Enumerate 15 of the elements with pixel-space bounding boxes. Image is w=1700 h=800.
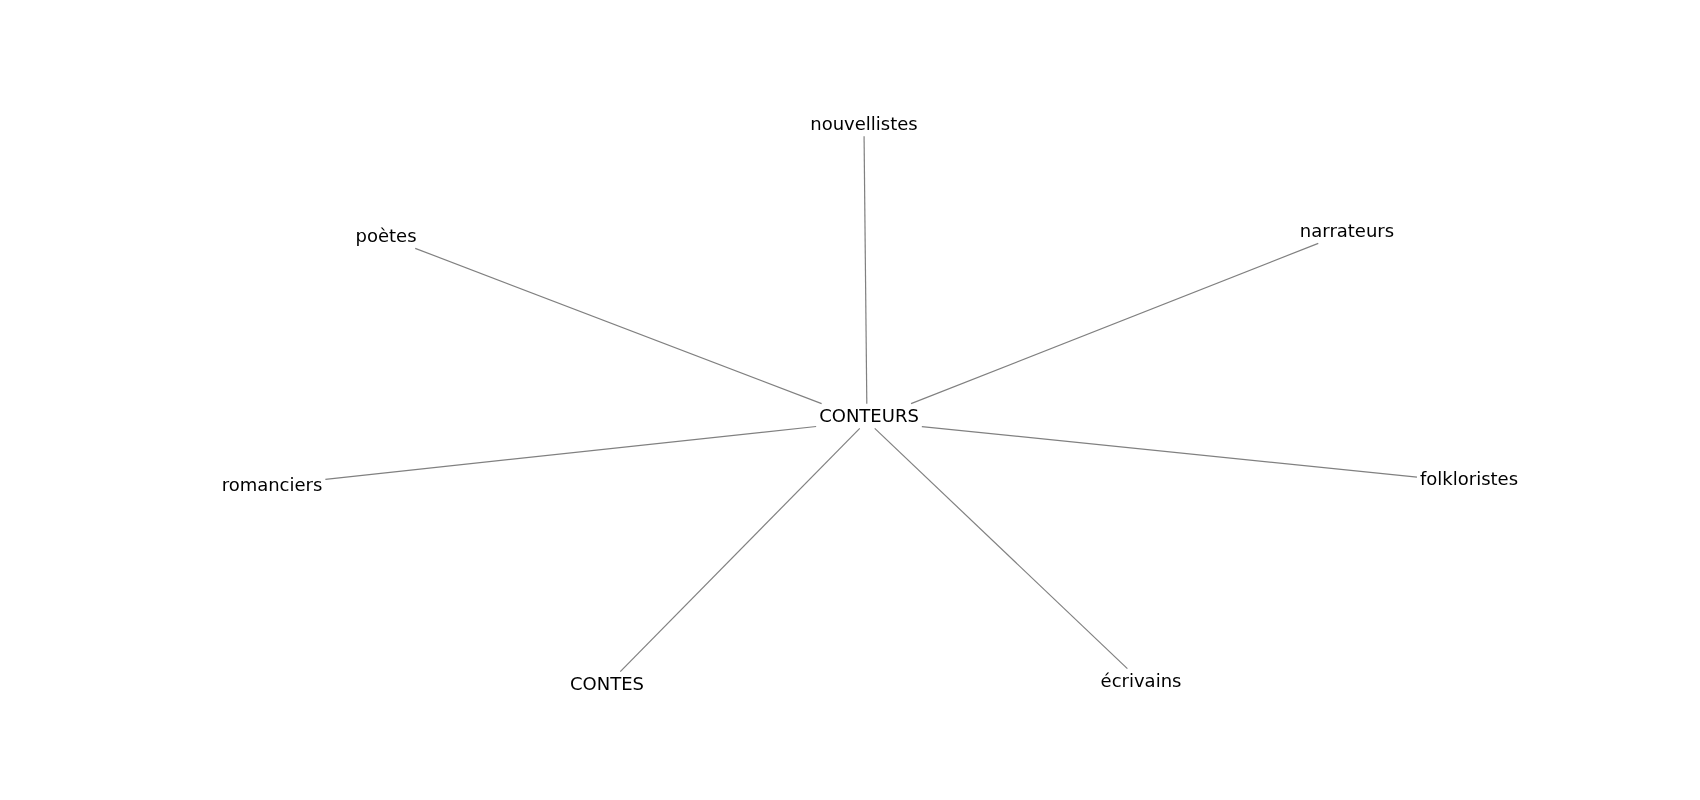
connector-line: [414, 247, 823, 405]
term-label: folkloristes: [1418, 468, 1520, 490]
term-label: nouvellistes: [809, 113, 919, 135]
term-label: poètes: [354, 225, 418, 247]
connector-line: [874, 427, 1128, 670]
connector-line: [910, 242, 1319, 405]
term-label: écrivains: [1099, 670, 1183, 692]
connector-line: [324, 425, 817, 480]
term-label: romanciers: [220, 474, 324, 496]
connector-line: [863, 135, 868, 405]
connector-line: [921, 426, 1418, 478]
term-label: CONTES: [569, 673, 645, 695]
term-label: CONTEURS: [818, 405, 920, 427]
connector-line: [619, 427, 861, 673]
term-label: narrateurs: [1298, 220, 1396, 242]
